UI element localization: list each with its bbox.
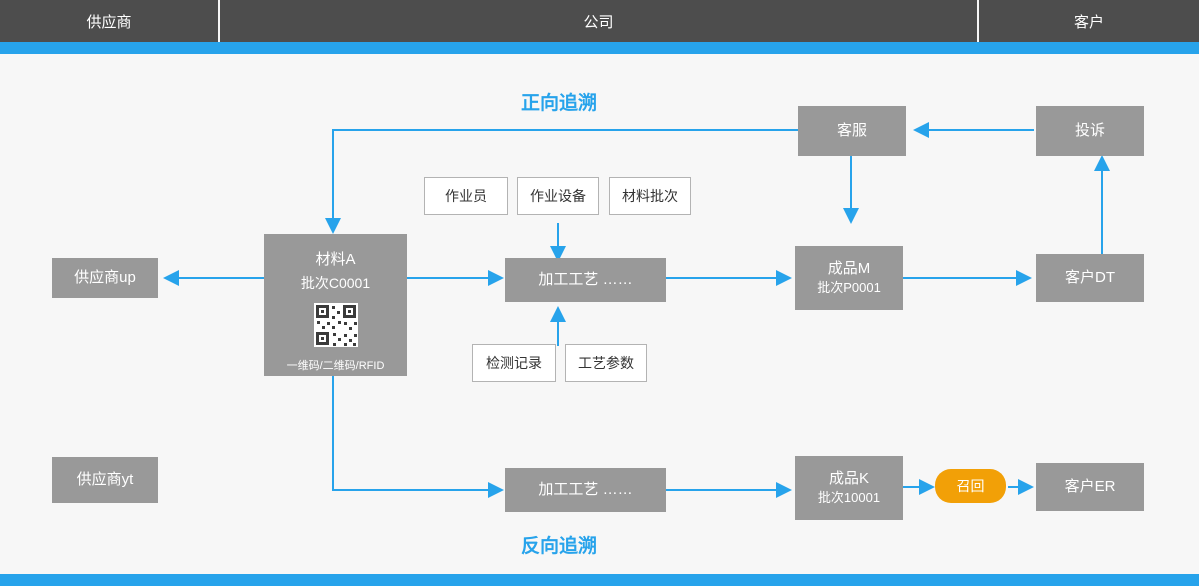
reverse-trace-title: 反向追溯 bbox=[521, 536, 598, 557]
node-product-k-batch: 批次10001 bbox=[817, 490, 881, 506]
header-divider-1 bbox=[218, 0, 220, 42]
node-customer-er-label: 客户ER bbox=[1064, 478, 1116, 496]
header-customer: 客户 bbox=[979, 0, 1199, 42]
node-product-m[interactable]: 成品M 批次P0001 bbox=[795, 246, 903, 310]
top-accent-bar bbox=[0, 42, 1199, 54]
node-complaint-label: 投诉 bbox=[1074, 122, 1105, 140]
node-supplier-yt-label: 供应商yt bbox=[76, 471, 134, 489]
node-customer-service-label: 客服 bbox=[836, 122, 867, 140]
node-customer-dt[interactable]: 客户DT bbox=[1036, 254, 1144, 302]
header-customer-label: 客户 bbox=[1073, 13, 1104, 31]
node-customer-dt-label: 客户DT bbox=[1065, 269, 1115, 287]
node-process-top[interactable]: 加工工艺 …… bbox=[505, 258, 666, 302]
node-recall-label: 召回 bbox=[956, 478, 985, 494]
node-product-m-batch: 批次P0001 bbox=[817, 280, 881, 296]
attr-inspection-record-label: 检测记录 bbox=[486, 355, 542, 371]
node-material-a[interactable]: 材料A 批次C0001 bbox=[264, 234, 407, 376]
attr-operator[interactable]: 作业员 bbox=[424, 177, 508, 215]
node-complaint[interactable]: 投诉 bbox=[1036, 106, 1144, 156]
forward-trace-title: 正向追溯 bbox=[521, 93, 598, 114]
attr-operator-label: 作业员 bbox=[445, 188, 487, 204]
node-material-a-batch: 批次C0001 bbox=[300, 275, 371, 291]
node-product-k-name: 成品K bbox=[828, 469, 869, 487]
node-process-bottom[interactable]: 加工工艺 …… bbox=[505, 468, 666, 512]
attr-material-batch-label: 材料批次 bbox=[622, 188, 678, 204]
node-customer-er[interactable]: 客户ER bbox=[1036, 463, 1144, 511]
header-company-label: 公司 bbox=[583, 13, 614, 31]
node-supplier-up[interactable]: 供应商up bbox=[52, 258, 158, 298]
bottom-accent-bar bbox=[0, 574, 1199, 586]
header-supplier: 供应商 bbox=[0, 0, 218, 51]
diagram-canvas: 正向追溯 反向追溯 供应商up 供应商yt 材料A 批次C0001 bbox=[0, 54, 1199, 574]
attr-process-parameter[interactable]: 工艺参数 bbox=[565, 344, 647, 382]
node-material-a-code-types: 一维码/二维码/RFID bbox=[286, 360, 385, 372]
node-material-a-name: 材料A bbox=[315, 251, 356, 268]
attr-process-parameter-label: 工艺参数 bbox=[578, 355, 634, 371]
node-product-k[interactable]: 成品K 批次10001 bbox=[795, 456, 903, 520]
node-recall[interactable]: 召回 bbox=[935, 469, 1006, 503]
header-company: 公司 bbox=[220, 0, 977, 51]
node-process-top-label: 加工工艺 …… bbox=[538, 271, 633, 289]
qr-code-icon bbox=[313, 303, 358, 347]
header-supplier-label: 供应商 bbox=[86, 13, 132, 31]
attr-material-batch[interactable]: 材料批次 bbox=[609, 177, 691, 215]
header-divider-2 bbox=[977, 0, 979, 42]
node-supplier-up-label: 供应商up bbox=[74, 269, 136, 287]
attr-equipment[interactable]: 作业设备 bbox=[517, 177, 599, 215]
node-process-bottom-label: 加工工艺 …… bbox=[538, 481, 633, 499]
node-customer-service[interactable]: 客服 bbox=[798, 106, 906, 156]
node-product-m-name: 成品M bbox=[827, 259, 871, 277]
attr-inspection-record[interactable]: 检测记录 bbox=[472, 344, 556, 382]
header-bar: 供应商 公司 客户 bbox=[0, 0, 1199, 51]
node-supplier-yt[interactable]: 供应商yt bbox=[52, 457, 158, 503]
attr-equipment-label: 作业设备 bbox=[530, 188, 586, 204]
